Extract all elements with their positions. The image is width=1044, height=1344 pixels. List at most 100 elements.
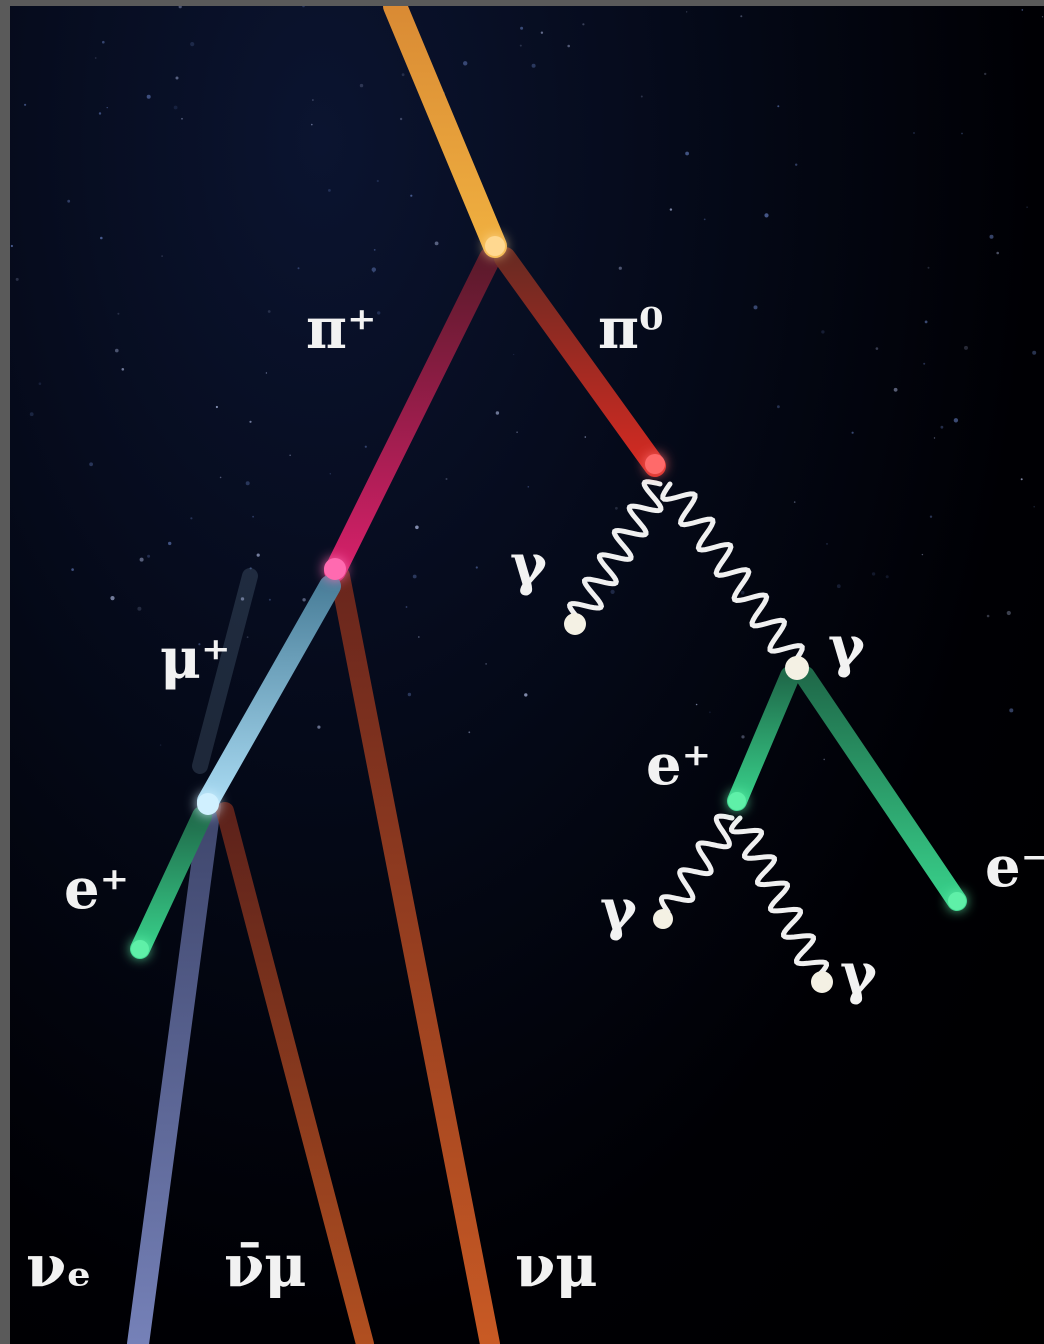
star (15, 277, 19, 281)
star (1032, 350, 1037, 355)
label-gamma-a: γ (510, 532, 548, 598)
star (753, 305, 758, 310)
track-e-minus-pair (795, 666, 967, 911)
star (159, 744, 162, 746)
star (740, 590, 745, 595)
star (531, 63, 536, 68)
photon-wave-gamma-c (658, 813, 735, 915)
star (137, 606, 142, 611)
star (524, 693, 528, 697)
star (669, 208, 673, 211)
particle-labels: π⁺ π⁰ μ⁺ γ γ e⁺ e⁻ γ γ e⁺ νₑ ν̄μ νμ (26, 296, 1044, 1300)
vertex-pi-zero-decay (645, 454, 665, 474)
label-pi-plus: π⁺ (306, 296, 377, 362)
star (929, 515, 933, 518)
star (359, 83, 364, 88)
star (364, 445, 367, 448)
star (836, 584, 841, 589)
track-primary (383, 6, 507, 258)
star (173, 105, 178, 110)
star (317, 725, 321, 729)
vertex-primary (485, 236, 505, 256)
track-mu-plus (197, 575, 341, 812)
track-pi-zero (494, 247, 666, 477)
star (302, 598, 306, 602)
star (252, 515, 255, 518)
label-nu-mu: νμ (515, 1232, 598, 1300)
end-e-plus-decay (131, 940, 149, 958)
star (703, 218, 706, 221)
star (821, 330, 825, 334)
star (610, 589, 615, 595)
star (445, 478, 448, 480)
star (989, 234, 994, 239)
vertices (131, 236, 966, 958)
star (376, 179, 379, 183)
star (986, 614, 990, 618)
photon-wave-gamma-a (567, 479, 664, 621)
particle-shower-diagram: π⁺ π⁰ μ⁺ γ γ e⁺ e⁻ γ γ e⁺ νₑ ν̄μ νμ (10, 6, 1044, 1344)
track-nu-mu-bar (216, 802, 374, 1344)
label-nu-e: νₑ (26, 1232, 92, 1300)
star (405, 606, 408, 608)
star (640, 95, 643, 98)
star (629, 338, 632, 342)
label-e-plus-decay: e⁺ (64, 856, 129, 922)
star (410, 194, 413, 197)
track-pi-plus (324, 247, 501, 582)
star (434, 241, 439, 246)
star (415, 525, 419, 530)
diagram-frame: π⁺ π⁰ μ⁺ γ γ e⁺ e⁻ γ γ e⁺ νₑ ν̄μ νμ (10, 6, 1044, 1344)
star (249, 420, 252, 423)
star (256, 553, 260, 557)
star (885, 575, 889, 579)
star (921, 553, 924, 556)
star (297, 267, 300, 270)
star (67, 199, 71, 203)
star (146, 94, 151, 99)
star (764, 213, 769, 218)
star (115, 348, 119, 353)
star (100, 236, 103, 240)
star (851, 431, 854, 434)
star (740, 15, 743, 18)
star (1021, 9, 1024, 11)
vertex-mu-decay (197, 793, 219, 815)
star (582, 23, 585, 26)
star (10, 244, 13, 248)
star (373, 249, 376, 251)
end-e-plus-pair (728, 792, 746, 810)
photon-lines (567, 479, 830, 979)
star (924, 320, 928, 324)
star (178, 6, 182, 9)
star (117, 312, 120, 315)
star (741, 735, 745, 739)
vertex-pi-plus-decay (324, 558, 346, 580)
star (463, 61, 468, 66)
star (695, 703, 698, 706)
star (302, 6, 305, 8)
star (516, 431, 518, 434)
star (311, 123, 313, 126)
star (181, 117, 183, 120)
label-e-plus-pair: e⁺ (646, 732, 711, 798)
star (198, 643, 201, 646)
track-e-plus-decay (130, 806, 212, 959)
star (265, 372, 268, 374)
photon-end-gamma-a (564, 613, 586, 635)
star (893, 387, 898, 392)
star (996, 251, 999, 255)
star (1009, 708, 1014, 713)
star (249, 567, 252, 570)
star (964, 345, 968, 350)
star (1006, 610, 1011, 616)
star (377, 311, 381, 315)
star (190, 517, 193, 520)
star (246, 636, 249, 639)
label-mu-plus: μ⁺ (160, 626, 231, 692)
label-gamma-b: γ (828, 614, 866, 680)
star (417, 636, 420, 638)
star (267, 310, 271, 313)
star (519, 44, 522, 47)
star (875, 347, 879, 350)
